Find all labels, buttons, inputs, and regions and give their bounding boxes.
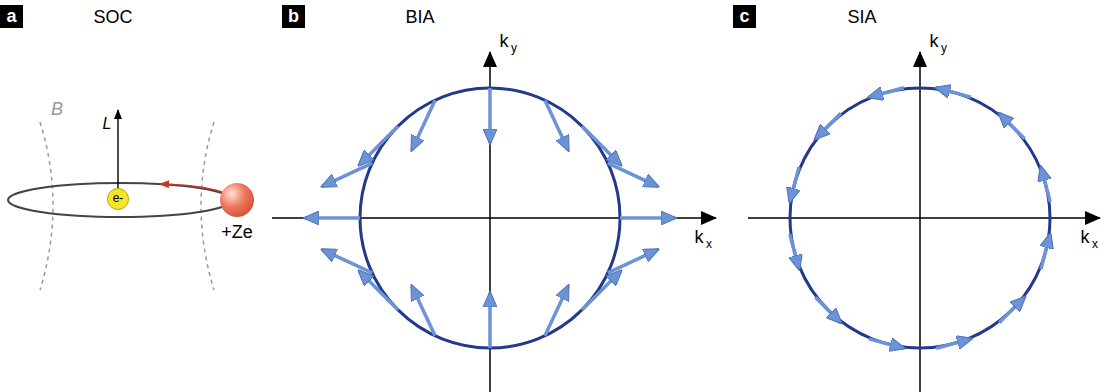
spin-arrow [999, 113, 1024, 138]
spin-arrow [412, 100, 435, 150]
axis-subscript: x [1092, 238, 1098, 251]
nucleus: +Ze [220, 183, 254, 217]
vector-label: L [103, 115, 112, 133]
sia-illustration [748, 52, 1100, 392]
spin-arrow [322, 250, 372, 273]
spin-arrow [488, 88, 492, 143]
panel-title: SIA [847, 8, 876, 28]
field-label: B [51, 100, 63, 120]
spin-arrow [620, 216, 675, 220]
spin-arrow [790, 234, 799, 269]
fermi-circle [360, 88, 620, 348]
axis-label: k [930, 32, 939, 52]
panel-letter-box: c [733, 5, 756, 28]
bia-illustration [272, 52, 716, 392]
spin-arrow [608, 163, 658, 186]
spin-arrow [815, 113, 840, 138]
axis-label: k [695, 228, 704, 248]
fermi-circle [790, 88, 1050, 348]
spin-arrow [545, 286, 568, 336]
spin-arrow [322, 163, 372, 186]
axis-subscript: y [941, 42, 947, 55]
motion-arrow [160, 184, 222, 192]
electron: e- [107, 188, 129, 210]
spin-arrow [936, 339, 971, 348]
spin-arrow [869, 88, 904, 97]
ky-axis [489, 52, 491, 392]
spin-arrow [359, 126, 398, 165]
spin-arrow [545, 100, 568, 150]
spin-arrow [359, 271, 398, 310]
panel-letter: a [6, 7, 16, 27]
spin-arrow [815, 297, 840, 322]
axis-subscript: x [706, 238, 712, 251]
spin-arrow [790, 167, 799, 202]
spin-arrow [608, 250, 658, 273]
orbit [8, 183, 232, 217]
angular-momentum-arrow [117, 110, 118, 188]
axis-label: k [1081, 228, 1090, 248]
kx-axis [748, 217, 1100, 219]
panel-letter: b [288, 7, 299, 27]
spin-arrow [999, 297, 1024, 322]
panel-letter-box: b [282, 5, 305, 28]
panel-letter-box: a [0, 5, 23, 28]
spin-arrow [582, 271, 621, 310]
spin-arrow [412, 286, 435, 336]
ky-axis [919, 52, 921, 392]
spin-arrow [869, 339, 904, 348]
field-line [201, 122, 214, 290]
charge-label: +Ze [221, 223, 253, 243]
panel-letter: c [739, 7, 749, 27]
kx-axis [272, 217, 716, 219]
particle-label: e- [113, 192, 124, 205]
axis-subscript: y [511, 42, 517, 55]
spin-arrow [305, 216, 360, 220]
axis-label: k [500, 32, 509, 52]
spin-arrow [936, 88, 971, 97]
spin-arrow [1041, 167, 1050, 202]
soc-illustration [8, 110, 232, 290]
spin-arrow [488, 293, 492, 348]
panel-title: BIA [405, 8, 434, 28]
panel-title: SOC [93, 8, 132, 28]
field-line [40, 122, 53, 290]
spin-arrow [1041, 234, 1050, 269]
spin-arrow [582, 126, 621, 165]
